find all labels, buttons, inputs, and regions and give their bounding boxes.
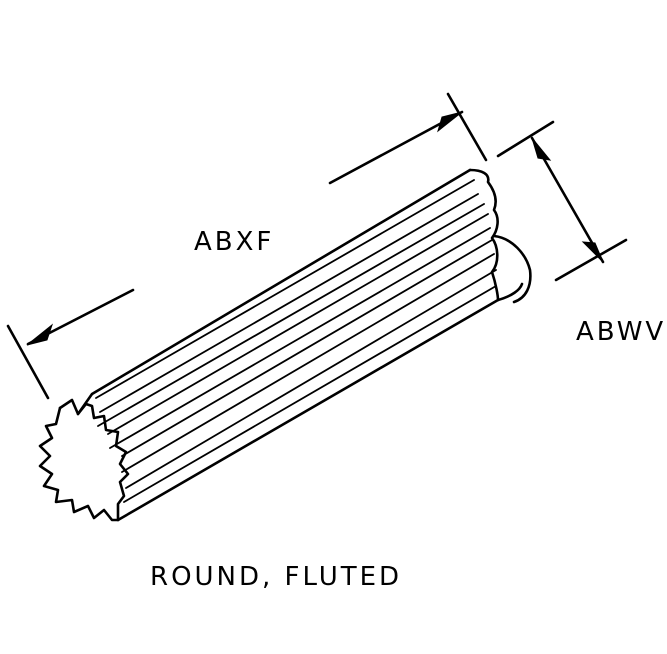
flute-line	[95, 179, 475, 399]
diameter-arrowhead-bottom	[581, 241, 604, 263]
flute-line	[123, 285, 497, 503]
length-label: ABXF	[194, 227, 274, 257]
rod-far-end-face	[492, 234, 532, 304]
length-arrowhead-right	[437, 111, 463, 133]
diagram-caption: ROUND, FLUTED	[150, 562, 402, 592]
flute-line	[99, 193, 479, 413]
flute-line	[109, 227, 491, 449]
length-arrowhead-left	[26, 323, 54, 346]
rod-far-end-profile	[468, 168, 500, 302]
flute-line	[121, 239, 493, 457]
rod-top-edge	[58, 168, 472, 416]
length-extension-line-right	[446, 92, 488, 162]
rod-bottom-edge	[116, 282, 524, 522]
flute-line	[125, 269, 497, 489]
fluted-rod	[38, 168, 532, 522]
rod-near-end-section	[38, 402, 130, 522]
diameter-dimension: ABWV	[496, 120, 666, 347]
diameter-label: ABWV	[576, 317, 666, 347]
flute-line	[107, 213, 489, 435]
length-extension-line-left	[6, 324, 50, 400]
length-dimension: ABXF	[6, 92, 488, 400]
flute-line	[97, 203, 485, 427]
diameter-arrowhead-top	[531, 137, 552, 161]
flute-line	[121, 253, 495, 473]
diameter-extension-line-top	[496, 120, 555, 158]
diameter-extension-line-bottom	[554, 238, 628, 282]
